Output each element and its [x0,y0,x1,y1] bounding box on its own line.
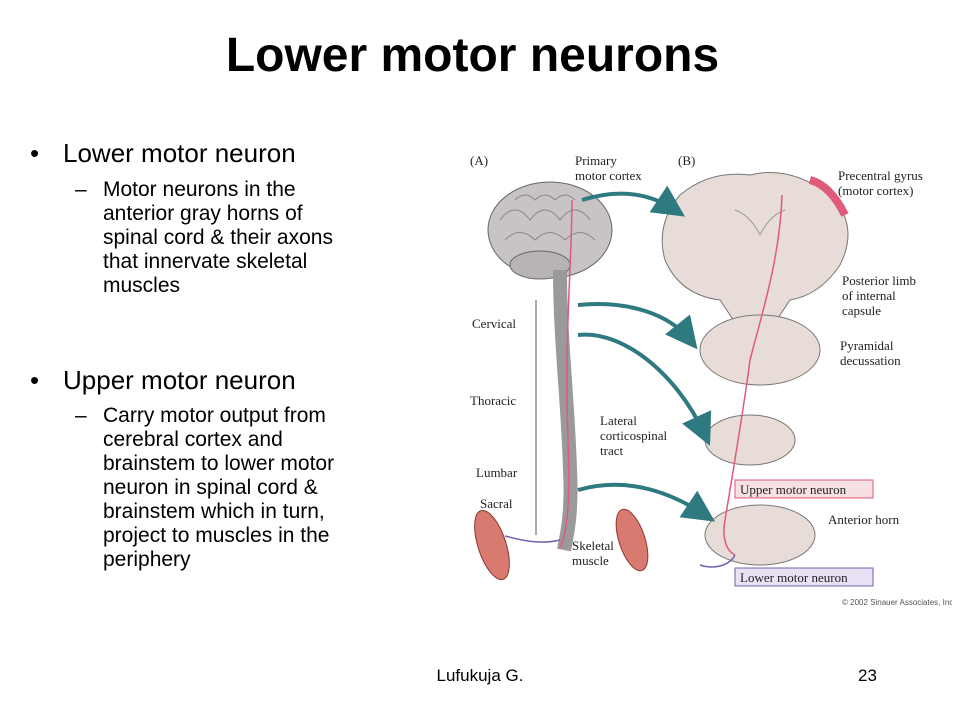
cervical-label: Cervical [472,316,516,331]
lateral-corticospinal-label-2: corticospinal [600,428,668,443]
bullet-label: Upper motor neuron [63,365,296,395]
sub-bullet-text: Carry motor output from cerebral cortex … [103,404,335,571]
slide-title: Lower motor neurons [225,29,720,82]
medulla-section [699,314,821,386]
arrow-to-lumbar [577,482,715,522]
primary-motor-cortex-label-1: Primary [575,153,617,168]
skeletal-muscle-label-2: muscle [572,553,609,568]
precentral-gyrus-label-2: (motor cortex) [838,183,913,198]
lower-motor-neuron-label: Lower motor neuron [740,570,848,585]
sub-bullet-text: Motor neurons in the anterior gray horns… [103,178,333,297]
skeletal-muscle-a [474,509,510,581]
bullet-dot: • [30,138,40,168]
cervical-cord-section [704,414,796,466]
lower-motor-neuron-box [734,567,874,587]
lower-motor-tract-b [699,554,736,568]
page-number: 23 [858,666,877,685]
upper-motor-tract-b [723,194,783,556]
coronal-brain-section [661,172,849,331]
lateral-corticospinal-label-1: Lateral [600,413,637,428]
skeletal-muscle-label-1: Skeletal [572,538,614,553]
posterior-limb-label-1: Posterior limb [842,273,916,288]
lumbar-cord-section [704,504,816,566]
upper-motor-tract-a [559,199,573,549]
upper-motor-neuron-box [734,479,874,499]
skeletal-muscle-b [615,508,649,572]
panel-b-label: (B) [678,153,695,168]
lower-motor-tract-a [504,535,561,543]
lumbar-label: Lumbar [476,465,518,480]
upper-motor-neuron-label: Upper motor neuron [740,482,847,497]
pyramidal-decussation-label-1: Pyramidal [840,338,894,353]
arrow-to-medulla [577,302,698,350]
posterior-limb-label-3: capsule [842,303,881,318]
footer-author: Lufukuja G. [436,666,524,685]
sub-bullet-dash: – [75,404,87,427]
motor-pathway-figure: (A) (B) Primary motor cortex Precentral … [470,153,952,607]
precentral-gyrus-label-1: Precentral gyrus [838,168,923,183]
posterior-limb-label-2: of internal [842,288,896,303]
sub-bullet-dash: – [75,178,87,201]
pyramidal-decussation-label-2: decussation [840,353,901,368]
primary-motor-cortex-label-2: motor cortex [575,168,642,183]
spinal-cord [553,269,578,552]
thoracic-label: Thoracic [470,393,516,408]
arrow-to-cervical [577,332,712,446]
copyright-text: © 2002 Sinauer Associates, Inc. [842,598,952,607]
bullet-dot: • [30,365,40,395]
panel-a-label: (A) [470,153,488,168]
sacral-label: Sacral [480,496,513,511]
lateral-corticospinal-label-3: tract [600,443,623,458]
anterior-horn-label: Anterior horn [828,512,900,527]
arrow-to-brain [581,185,685,217]
bullet-label: Lower motor neuron [63,138,296,168]
